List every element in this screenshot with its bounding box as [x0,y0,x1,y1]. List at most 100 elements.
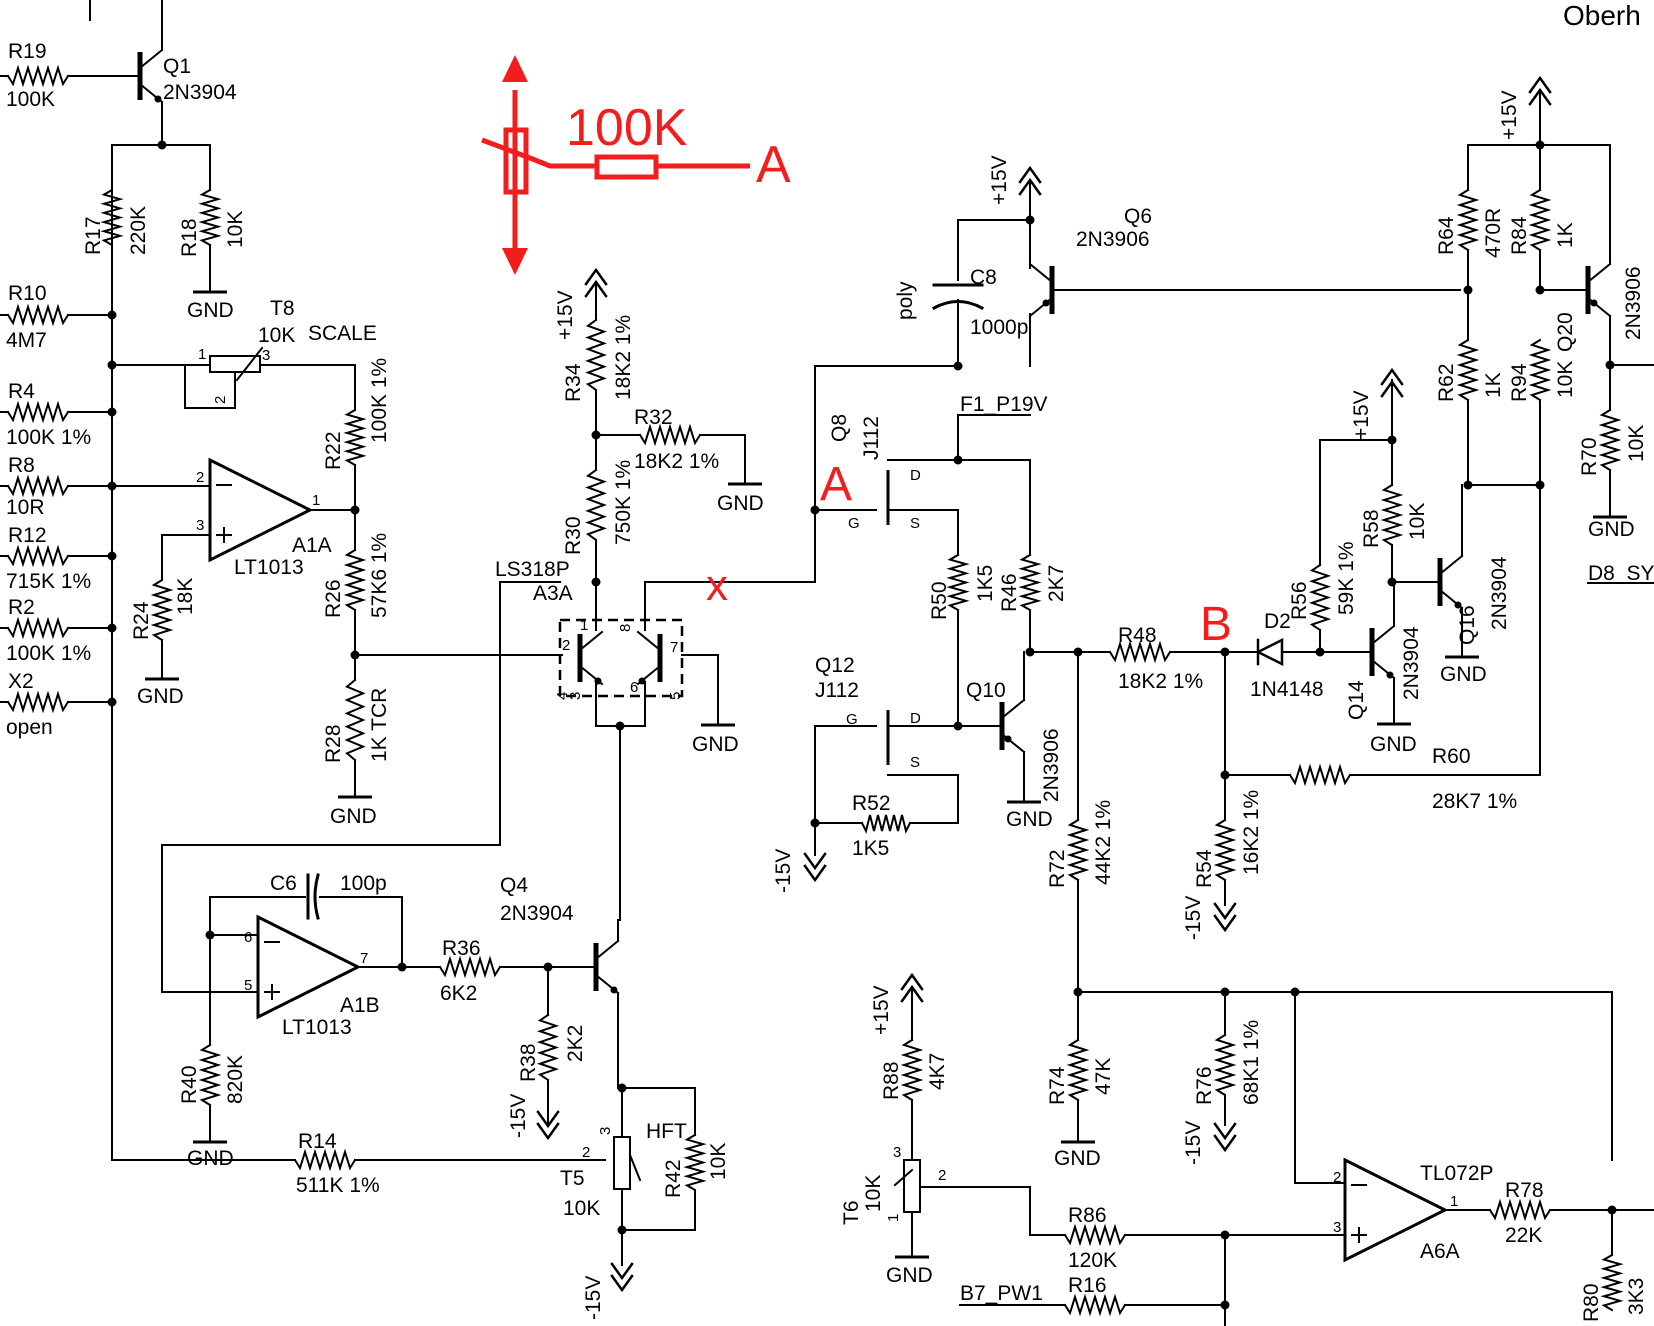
label-m15e: -15V [1182,1121,1205,1165]
junction-dot [1025,647,1035,657]
label-lt1013a: LT1013 [234,556,304,579]
A3A-right-arrow [638,677,646,685]
label-c8v: 1000p [970,316,1028,339]
label-r10v: 4M7 [6,329,47,352]
junction-dot [1315,647,1325,657]
junction-dots [107,140,1617,1310]
wire [259,364,356,411]
junction-dot [1463,285,1473,295]
node-b-label: B [1200,598,1232,651]
overlay-value-label: 100K [566,99,688,157]
R64-resistor [1456,188,1480,252]
label-t8p1: 1 [198,346,206,363]
label-gnd11: GND [886,1264,933,1287]
label-r84: R84 [1508,216,1531,255]
wire [1224,1209,1491,1326]
junction-dot [1463,480,1473,490]
label-gnd12: GND [1054,1147,1101,1170]
label-p15e: +15V [870,985,893,1035]
label-r10: R10 [8,282,47,305]
wire [919,1186,1066,1236]
label-r80v: 3K3 [1625,1278,1648,1315]
label-d2t: 1N4148 [1250,678,1324,701]
wire [699,434,746,483]
junction-dot [1290,987,1300,997]
label-lt1013b: LT1013 [282,1016,352,1039]
wire [957,219,1031,269]
Q14-leads [1370,624,1396,680]
T8-trimmer [209,355,261,373]
R2-resistor [6,616,70,640]
label-q12: Q12 [815,654,855,677]
label-q16: Q16 [1456,605,1479,645]
wire [1319,379,1393,441]
junction-dot [953,455,963,465]
label-a3p8: 8 [617,624,634,632]
junction-dot [617,1225,627,1235]
label-q14: Q14 [1345,680,1368,720]
label-q12d: D [910,710,921,727]
label-x2v: open [6,716,53,739]
Q20-arrow [1590,299,1598,307]
A6A-signs [1351,1184,1367,1243]
p15e-rail-up [900,972,924,1003]
label-r52v: 1K5 [852,837,889,860]
label-r56: R56 [1288,581,1311,620]
label-r88v: 4K7 [926,1053,949,1090]
label-gnd7: GND [1006,808,1053,831]
R10-resistor [6,303,70,327]
R8-resistor [6,474,70,498]
A1B-opamp [256,914,362,1020]
label-q14t: 2N3904 [1400,626,1423,700]
R28-resistor [344,678,366,762]
label-r54v: 16K2 1% [1240,790,1263,875]
junction-dot [107,310,117,320]
label-q8g: G [848,515,860,532]
label-r64v: 470R [1482,208,1505,258]
wire [1467,399,1541,486]
label-t6p3: 3 [893,1144,901,1161]
label-hft: HFT [646,1120,687,1143]
label-r16: R16 [1068,1274,1107,1297]
label-r30: R30 [562,516,585,555]
label-r80: R80 [1580,1283,1603,1322]
junction-dot [350,505,360,515]
R19-resistor [6,64,70,88]
R14-resistor [293,1148,357,1172]
label-q8d: D [910,467,921,484]
label-r42v: 10K [707,1143,730,1180]
label-r76: R76 [1193,1066,1216,1105]
label-r17: R17 [82,216,105,255]
label-a6a: A6A [1420,1240,1460,1263]
label-a3p2: 2 [562,637,570,654]
A3A-left-arrow [594,677,602,685]
label-r76v: 68K1 1% [1240,1020,1263,1105]
R74-resistor [1066,1038,1090,1102]
label-p15d: +15V [1498,90,1521,140]
label-r8: R8 [8,454,35,477]
R84-resistor [1528,188,1552,252]
label-r18: R18 [178,218,201,257]
label-r14v: 511K 1% [296,1174,380,1197]
label-r32v: 18K2 1% [634,450,719,473]
label-a1b: A1B [340,994,380,1017]
label-r38: R38 [517,1043,540,1082]
label-gnd6: GND [187,1147,234,1170]
junction-dot [1073,987,1083,997]
wire [617,919,621,1089]
label-a3p5: 5 [667,692,684,700]
C6-capacitor [306,873,320,920]
label-q4: Q4 [500,874,528,897]
label-t5p3: 3 [597,1127,614,1135]
label-r30v: 750K 1% [612,460,635,545]
label-r12v: 715K 1% [6,570,91,593]
A6A-opamp [1343,1157,1449,1263]
junction-dot [810,505,820,515]
T6-trimmer [903,1159,921,1213]
Q16-leads [1438,554,1464,610]
label-m15b: -15V [582,1276,605,1320]
label-r48: R48 [1118,624,1157,647]
label-a1a1: 1 [312,492,320,509]
overlay-arrow-down-icon [502,248,528,275]
label-r36: R36 [442,937,481,960]
